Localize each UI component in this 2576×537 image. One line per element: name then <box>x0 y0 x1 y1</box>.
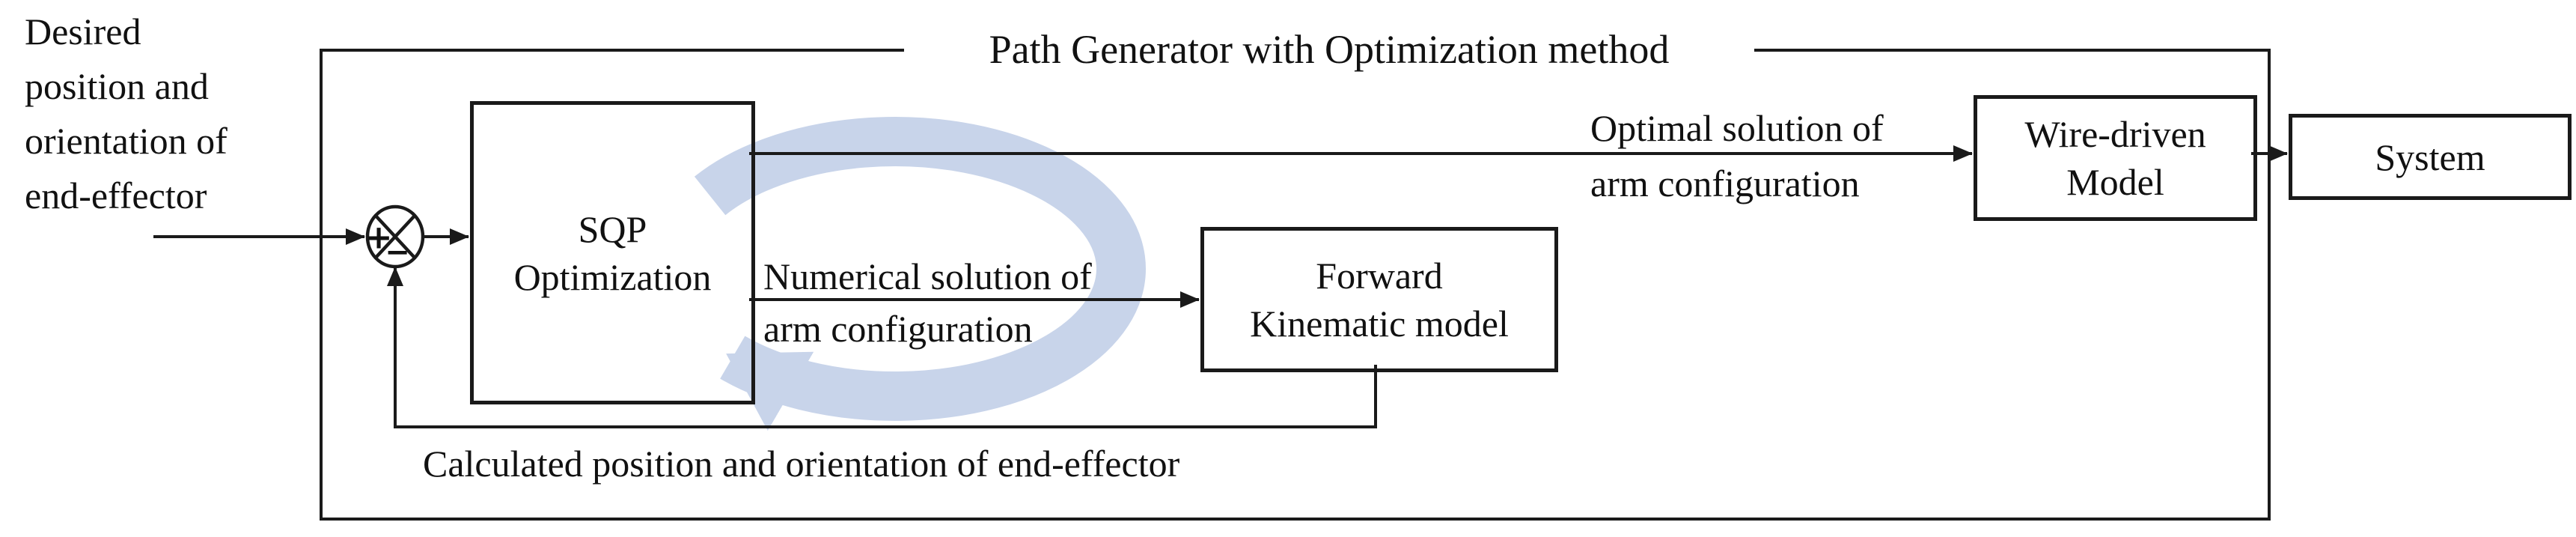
input-label-line: position and <box>25 65 209 107</box>
block-label: Forward <box>1316 255 1443 297</box>
block-label: System <box>2375 136 2485 178</box>
numerical-solution-label-line2: arm configuration <box>763 308 1033 350</box>
block-label: Model <box>2066 161 2164 203</box>
block-label: Kinematic model <box>1250 303 1509 345</box>
block-label: SQP <box>578 207 647 250</box>
block-label: Optimization <box>513 255 712 298</box>
system-block: System <box>2289 114 2572 200</box>
forward-kinematic-block: Forward Kinematic model <box>1200 227 1558 372</box>
input-label-line: Desired <box>25 10 141 52</box>
wire-driven-model-block: Wire-driven Model <box>1974 95 2257 221</box>
optimal-solution-label-line2: arm configuration <box>1590 163 1860 204</box>
optimal-solution-label-line1: Optimal solution of <box>1590 107 1884 149</box>
sqp-optimization-block: SQP Optimization <box>470 101 755 404</box>
input-label: Desired position and orientation of end-… <box>25 4 228 223</box>
input-label-line: orientation of <box>25 120 228 162</box>
numerical-solution-label-line1: Numerical solution of <box>763 255 1092 297</box>
diagram-title: Path Generator with Optimization method <box>904 21 1754 78</box>
input-label-line: end-effector <box>25 175 207 216</box>
feedback-label: Calculated position and orientation of e… <box>423 443 1180 485</box>
block-label: Wire-driven <box>2024 113 2206 155</box>
